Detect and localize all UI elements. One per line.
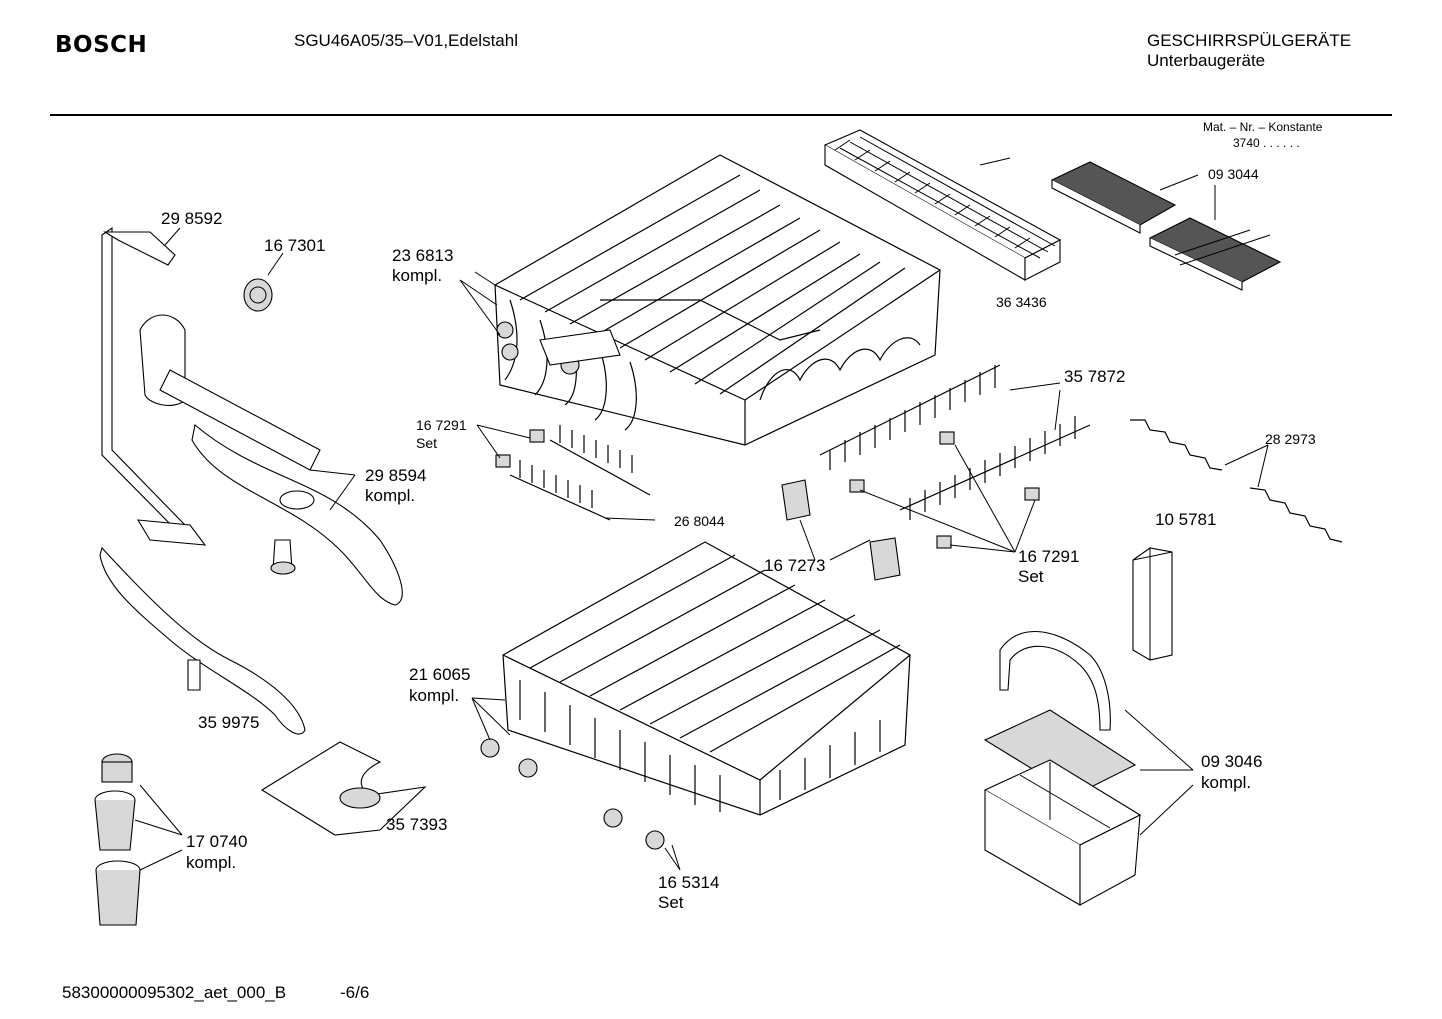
label-29-8594: 29 8594	[365, 466, 427, 485]
cup-shelf-drawing	[781, 364, 1091, 581]
label-16-7291-upper: 16 7291	[416, 417, 467, 433]
material-note-title: Mat. – Nr. – Konstante	[1203, 120, 1323, 134]
filter-set-drawing	[94, 753, 141, 926]
label-16-7291-lower: 16 7291	[1018, 547, 1080, 566]
spray-arm-assembly-drawing	[101, 226, 403, 606]
footer-page-number: -6/6	[340, 983, 370, 1002]
filter-plate-drawing	[260, 741, 427, 836]
cutlery-basket-drawing	[983, 630, 1142, 906]
label-16-7273: 16 7273	[764, 556, 826, 575]
subcategory-title: Unterbaugeräte	[1147, 51, 1266, 70]
label-16-5314: 16 5314	[658, 873, 720, 892]
knife-shelf-drawing	[495, 425, 651, 521]
header-divider	[50, 114, 1392, 116]
label-21-6065: 21 6065	[409, 665, 471, 684]
brand-logo: BOSCH	[55, 32, 148, 58]
footer-document-id: 58300000095302_aet_000_B	[62, 983, 287, 1002]
label-28-2973: 28 2973	[1265, 431, 1316, 447]
label-35-9975: 35 9975	[198, 713, 260, 732]
utensil-holder-drawing	[1132, 547, 1173, 661]
model-title: SGU46A05/35–V01,Edelstahl	[294, 31, 518, 50]
label-17-0740: 17 0740	[186, 832, 248, 851]
label-16-7291-upper-suffix: Set	[416, 435, 438, 451]
label-16-7291-lower-suffix: Set	[1018, 567, 1044, 586]
label-17-0740-suffix: kompl.	[186, 853, 237, 872]
label-16-7301: 16 7301	[264, 236, 326, 255]
label-09-3046-suffix: kompl.	[1201, 773, 1252, 792]
label-09-3046: 09 3046	[1201, 752, 1263, 771]
lower-spray-arm-drawing	[99, 546, 306, 735]
spray-nozzle-disk-drawing	[243, 278, 273, 312]
label-29-8594-suffix: kompl.	[365, 486, 416, 505]
label-23-6813: 23 6813	[392, 246, 454, 265]
label-16-5314-suffix: Set	[658, 893, 684, 912]
label-29-8592: 29 8592	[161, 209, 223, 228]
step-shelf-drawing	[1130, 419, 1343, 543]
label-26-8044: 26 8044	[674, 513, 725, 529]
material-note-value: 3740 . . . . . .	[1233, 136, 1300, 150]
mesh-inserts-drawing	[1050, 161, 1282, 291]
label-35-7872: 35 7872	[1064, 367, 1126, 386]
label-35-7393: 35 7393	[386, 815, 448, 834]
label-36-3436: 36 3436	[996, 294, 1047, 310]
label-10-5781: 10 5781	[1155, 510, 1217, 529]
lower-rack-drawing	[480, 541, 911, 850]
cutlery-tray-drawing	[823, 129, 1062, 281]
leader-lines	[134, 157, 1269, 871]
upper-rack-drawing	[494, 154, 941, 446]
label-09-3044: 09 3044	[1208, 166, 1259, 182]
label-23-6813-suffix: kompl.	[392, 266, 443, 285]
label-21-6065-suffix: kompl.	[409, 686, 460, 705]
category-title: GESCHIRRSPÜLGERÄTE	[1147, 31, 1352, 50]
